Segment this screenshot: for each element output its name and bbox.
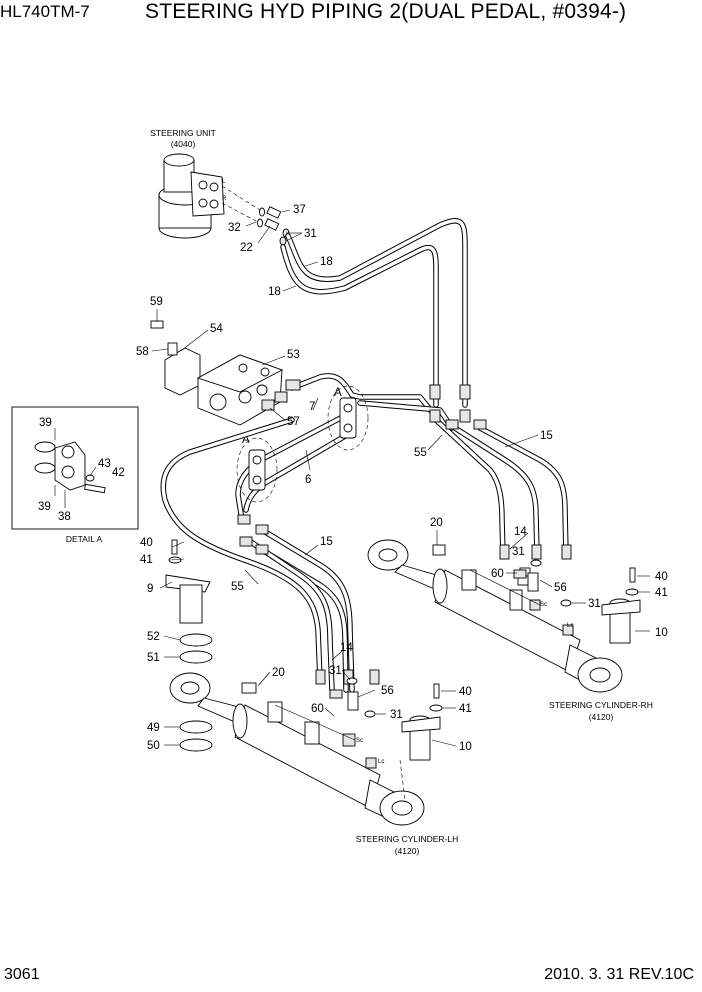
- callout-58: 58: [136, 346, 149, 358]
- steering-unit-code: (4040): [171, 139, 196, 149]
- callout-18-lower: 18: [268, 286, 281, 298]
- rh-pin-assembly: [601, 567, 641, 644]
- cyl-lh-caption: STEERING CYLINDER-LH: [356, 834, 459, 844]
- date-revision: 2010. 3. 31 REV.10C: [544, 966, 694, 983]
- callout-31-lh-a: 31: [329, 665, 342, 677]
- lh-pin-assembly: [165, 539, 443, 761]
- model-code: HL740TM-7: [0, 2, 90, 21]
- callout-56-right: 56: [554, 582, 567, 594]
- hose-15-right: [433, 417, 569, 558]
- detail-a-caption: DETAIL A: [66, 534, 103, 544]
- callout-53: 53: [287, 349, 300, 361]
- hose-18-pair: [280, 218, 468, 408]
- callout-numbers: 37 32 22 31 18 18 59 54 58 53 57 7 6 15 …: [38, 204, 668, 753]
- callout-18-upper: 18: [320, 256, 333, 268]
- rh-sc-mark: Sc: [540, 602, 547, 608]
- callout-14-right: 14: [514, 526, 527, 538]
- callout-42: 42: [112, 467, 125, 479]
- callout-51: 51: [147, 652, 160, 664]
- page-title: STEERING HYD PIPING 2(DUAL PEDAL, #0394-…: [145, 0, 627, 23]
- lh-lc-mark: Lc: [378, 759, 384, 765]
- callout-20-left: 20: [272, 667, 285, 679]
- lh-sc-mark: Sc: [356, 738, 363, 744]
- callout-41-rh: 41: [655, 587, 668, 599]
- callout-40-rh: 40: [655, 571, 668, 583]
- callout-31-top: 31: [304, 228, 317, 240]
- callout-22: 22: [240, 242, 253, 254]
- callout-41-lh: 41: [459, 703, 472, 715]
- callout-31-lh-b: 31: [390, 709, 403, 721]
- port-l-mark: L: [222, 179, 226, 185]
- callout-40-left: 40: [140, 537, 153, 549]
- rh-lc-mark: Lc: [567, 623, 573, 629]
- callout-55-right: 55: [414, 447, 427, 459]
- detail-a-box: [11, 406, 139, 530]
- callout-6: 6: [305, 474, 311, 486]
- hose-55-left: [160, 417, 323, 683]
- callout-31-rh-b: 31: [588, 598, 601, 610]
- steering-cylinder-rh: [367, 539, 623, 693]
- callout-40-lh: 40: [459, 686, 472, 698]
- port-r-mark: R: [222, 196, 227, 202]
- callout-57: 57: [287, 416, 300, 428]
- callout-49: 49: [147, 722, 160, 734]
- callout-15-right: 15: [540, 430, 553, 442]
- callout-43: 43: [98, 458, 111, 470]
- callout-59: 59: [150, 296, 163, 308]
- callout-7: 7: [309, 401, 315, 413]
- clamp-a-right: [327, 385, 369, 451]
- hose-15-left: [245, 527, 355, 693]
- callout-10-lh: 10: [459, 741, 472, 753]
- callout-10-rh: 10: [655, 627, 668, 639]
- callout-41-left: 41: [140, 554, 153, 566]
- callout-32: 32: [228, 222, 241, 234]
- page-number: 3061: [4, 966, 40, 983]
- callout-39-top: 39: [39, 417, 52, 429]
- steering-unit-fittings: [221, 185, 290, 246]
- callout-9: 9: [147, 583, 153, 595]
- callout-54: 54: [210, 323, 223, 335]
- steering-unit: [158, 153, 225, 239]
- cylinder-fittings: [329, 559, 572, 718]
- hose-fittings: [237, 379, 572, 685]
- callout-38: 38: [58, 511, 71, 523]
- cyl-rh-code: (4120): [589, 712, 614, 722]
- clamp-a-left: [236, 437, 278, 503]
- steering-unit-caption: STEERING UNIT: [150, 128, 216, 138]
- cyl-lh-code: (4120): [395, 846, 420, 856]
- cyl-rh-caption: STEERING CYLINDER-RH: [549, 700, 653, 710]
- callout-31-rh-a: 31: [512, 546, 525, 558]
- clamp-mark-a-left: A: [242, 434, 250, 446]
- detail-a-clamp: [34, 441, 106, 494]
- callout-14-left: 14: [340, 642, 353, 654]
- callout-15-left: 15: [320, 536, 333, 548]
- callout-60-left: 60: [311, 703, 324, 715]
- steering-cylinder-lh: [169, 672, 425, 826]
- callout-20-right: 20: [430, 517, 443, 529]
- leader-lines: [54, 209, 650, 747]
- callout-52: 52: [147, 631, 160, 643]
- callout-37: 37: [293, 204, 306, 216]
- callout-56-left: 56: [381, 685, 394, 697]
- callout-50: 50: [147, 740, 160, 752]
- clamp-mark-a-right: A: [334, 387, 342, 399]
- callout-39-bottom: 39: [38, 501, 51, 513]
- callout-55-left: 55: [231, 581, 244, 593]
- callout-60-right: 60: [491, 568, 504, 580]
